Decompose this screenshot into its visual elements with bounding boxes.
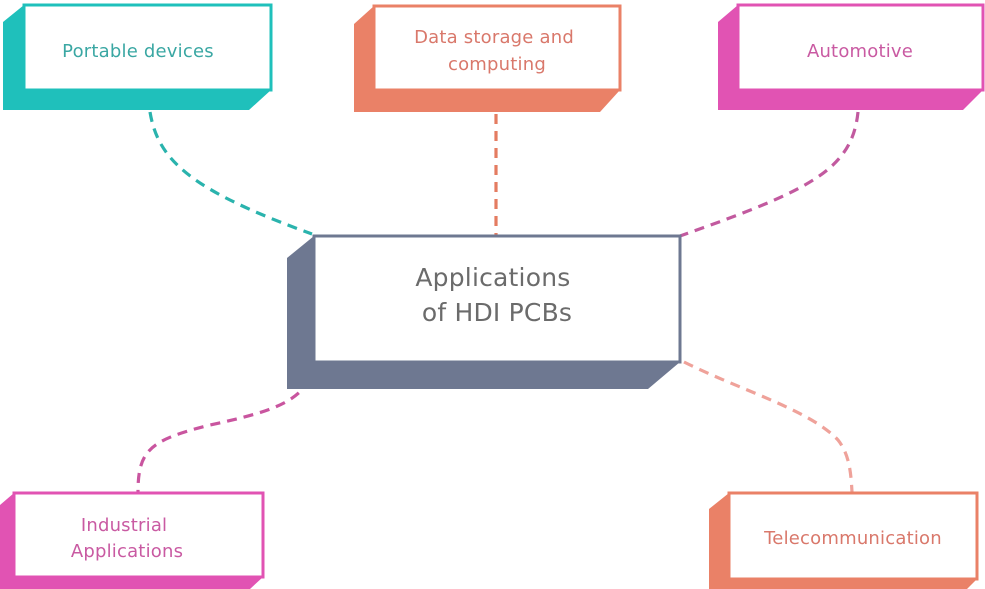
node-data-storage: Data storage and computing (354, 4, 622, 112)
connector-industrial-applications (136, 363, 318, 493)
node-label: Portable devices (62, 41, 214, 62)
node-portable-devices: Portable devices (3, 3, 273, 110)
node-label-line: computing (448, 54, 546, 75)
center-box: Applications of HDI PCBs (287, 234, 682, 389)
node-telecommunication: Telecommunication (709, 491, 979, 589)
node-label-line: Industrial (81, 515, 167, 536)
node-label: Automotive (807, 41, 913, 62)
node-label: Industrial Applications (71, 515, 183, 562)
node-face (727, 491, 979, 581)
connector-portable-devices (148, 111, 313, 236)
node-face (372, 4, 622, 92)
center-title-line: Applications (415, 263, 570, 292)
center-box-face (312, 234, 682, 364)
node-face (22, 3, 273, 92)
node-label-line: Telecommunication (763, 528, 942, 549)
node-label: Data storage and computing (414, 27, 580, 75)
node-automotive: Automotive (718, 3, 985, 110)
connectors (136, 111, 860, 493)
node-label-line: Automotive (807, 41, 913, 62)
node-face (736, 3, 985, 92)
connector-automotive (679, 111, 860, 238)
node-face (12, 491, 265, 579)
node-label: Telecommunication (763, 528, 942, 549)
node-label-line: Data storage and (414, 27, 574, 48)
center-title: Applications of HDI PCBs (415, 263, 578, 327)
node-label-line: Portable devices (62, 41, 214, 62)
center-title-line: of HDI PCBs (422, 298, 572, 327)
connector-telecommunication (683, 360, 854, 493)
node-label-line: Applications (71, 541, 183, 562)
node-industrial-applications: Industrial Applications (0, 491, 265, 589)
